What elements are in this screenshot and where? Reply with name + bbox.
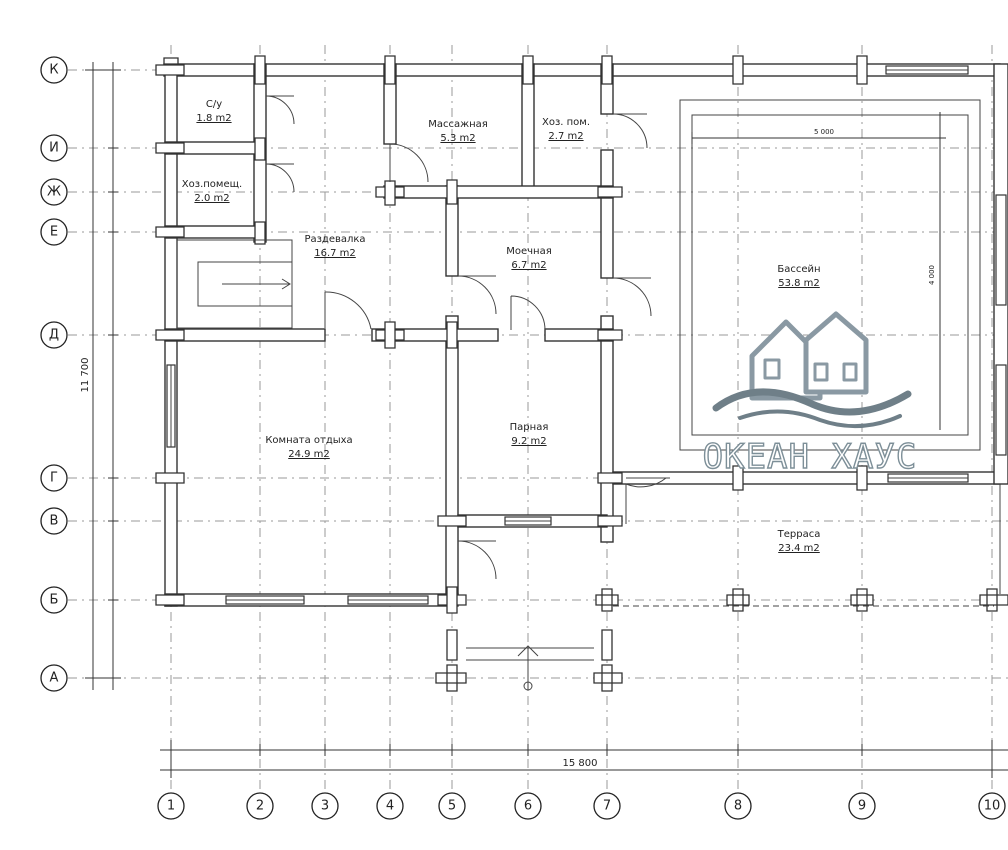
room-area: 2.7 m2	[548, 131, 583, 142]
axis-label: Е	[50, 225, 58, 240]
room-area: 24.9 m2	[288, 449, 330, 460]
axis-marker-row: Б	[40, 586, 68, 614]
axis-marker-column: 7	[593, 792, 621, 820]
axis-label: Ж	[47, 185, 61, 200]
axis-label: 7	[603, 799, 611, 814]
axis-label: К	[49, 63, 58, 78]
axis-label: 5	[448, 799, 456, 814]
room-name: Хоз.помещ.	[182, 179, 242, 190]
axis-marker-row: В	[40, 507, 68, 535]
logo-wave-icon	[712, 388, 912, 429]
room-name: Парная	[510, 422, 549, 433]
axis-label: 1	[167, 799, 175, 814]
axis-marker-column: 10	[978, 792, 1006, 820]
dimension-width-label: 15 800	[563, 758, 598, 769]
room-labels: С/у 1.8 m2 Хоз.помещ. 2.0 m2 Массажная 5…	[182, 99, 821, 554]
row-axis-markers: К И Ж Е Д Г В Б А	[40, 56, 68, 692]
room-name: Терраса	[777, 529, 821, 540]
room-name: Бассейн	[777, 264, 820, 275]
axis-marker-row: Ж	[40, 178, 68, 206]
room-name: Хоз. пом.	[542, 117, 590, 128]
axis-marker-row: Д	[40, 321, 68, 349]
room-name: Массажная	[428, 119, 488, 130]
dimension-total-height: 11 700	[80, 62, 121, 690]
room-name: Раздевалка	[304, 234, 365, 245]
room-name: С/у	[206, 99, 222, 110]
room-area: 6.7 m2	[511, 260, 546, 271]
axis-marker-column: 2	[246, 792, 274, 820]
axis-label: А	[50, 671, 59, 686]
axis-label: 4	[386, 799, 394, 814]
axis-marker-column: 9	[848, 792, 876, 820]
axis-marker-row: Е	[40, 218, 68, 246]
axis-label: 8	[734, 799, 742, 814]
axis-label: Б	[50, 593, 59, 608]
doors	[265, 95, 670, 580]
room-area: 23.4 m2	[778, 543, 820, 554]
axis-label: 6	[524, 799, 532, 814]
axis-marker-row: К	[40, 56, 68, 84]
ocean-house-logo: ОКЕАН ХАУС	[702, 311, 918, 478]
axis-marker-row: А	[40, 664, 68, 692]
axis-label: 9	[858, 799, 866, 814]
room-name: Комната отдыха	[265, 435, 352, 446]
axis-marker-row: Г	[40, 464, 68, 492]
logo-text: ОКЕАН ХАУС	[703, 437, 918, 477]
stairs	[176, 239, 293, 329]
axis-marker-column: 5	[438, 792, 466, 820]
column-axis-markers: 1 2 3 4 5 6 7 8 9 10	[157, 792, 1006, 820]
wall-posts	[155, 55, 1008, 692]
room-area: 9.2 m2	[511, 436, 546, 447]
room-area: 1.8 m2	[196, 113, 231, 124]
axis-label: И	[49, 141, 59, 156]
porch-steps	[466, 645, 594, 691]
axis-label: 10	[984, 799, 1001, 814]
dimension-height-label: 11 700	[80, 358, 91, 393]
axis-label: 2	[256, 799, 264, 814]
axis-label: Д	[49, 328, 59, 343]
room-name: Моечная	[506, 246, 552, 257]
room-area: 5.3 m2	[440, 133, 475, 144]
logo-house-icon	[749, 311, 869, 401]
axis-marker-column: 3	[311, 792, 339, 820]
pool-depth-label: 4 000	[928, 265, 936, 285]
pool: 5 000 4 000	[679, 99, 981, 451]
axis-marker-column: 4	[376, 792, 404, 820]
grid-lines	[68, 45, 1008, 790]
windows	[166, 65, 1007, 605]
axis-marker-row: И	[40, 134, 68, 162]
axis-marker-column: 1	[157, 792, 185, 820]
axis-marker-column: 6	[514, 792, 542, 820]
room-area: 53.8 m2	[778, 278, 820, 289]
room-area: 2.0 m2	[194, 193, 229, 204]
axis-label: В	[50, 514, 59, 529]
dimension-total-width: 15 800	[160, 740, 1008, 778]
axis-label: 3	[321, 799, 329, 814]
room-area: 16.7 m2	[314, 248, 356, 259]
pool-width-label: 5 000	[814, 128, 834, 136]
axis-label: Г	[50, 471, 58, 486]
axis-marker-column: 8	[724, 792, 752, 820]
